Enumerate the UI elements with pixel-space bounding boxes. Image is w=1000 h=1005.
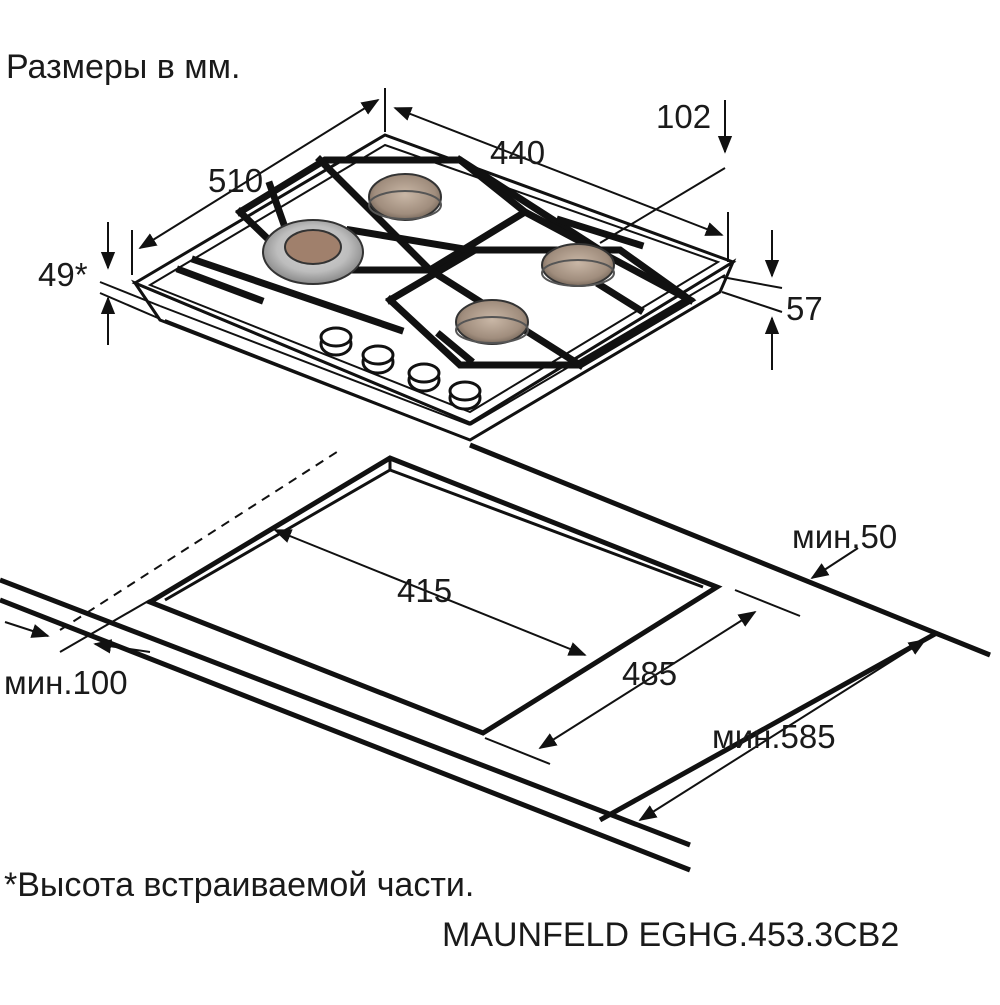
dim-width-label: 440 [490,134,545,171]
burner-icon [262,219,364,285]
dim-cutout-depth-label: 415 [397,572,452,609]
dim-min-front-label: мин.100 [4,664,128,701]
knob-icon [407,362,441,393]
units-note: Размеры в мм. [6,48,240,86]
knob-icon [319,326,353,357]
dim-top-offset-label: 102 [656,98,711,135]
burner-icon [368,173,442,221]
dim-min-back-label: мин.50 [792,518,897,555]
burner-icon [455,299,529,345]
knob-icon [361,344,395,375]
dim-cutout-width-label: 485 [622,655,677,692]
knob-icon [448,380,482,411]
footnote: *Высота встраиваемой части. [4,866,474,904]
worktop-drawing: 415 485 мин.50 мин.100 мин.585 [0,442,991,873]
dim-depth-label: 510 [208,162,263,199]
dim-min-worktop-label: мин.585 [712,718,836,755]
dim-built-in-height-label: 49* [38,256,88,293]
burner-icon [541,243,615,287]
dim-total-height-label: 57 [786,290,823,327]
model-name: MAUNFELD EGHG.453.3CB2 [442,916,899,954]
hob-dimensions: 440 510 102 49* 57 [38,88,823,370]
